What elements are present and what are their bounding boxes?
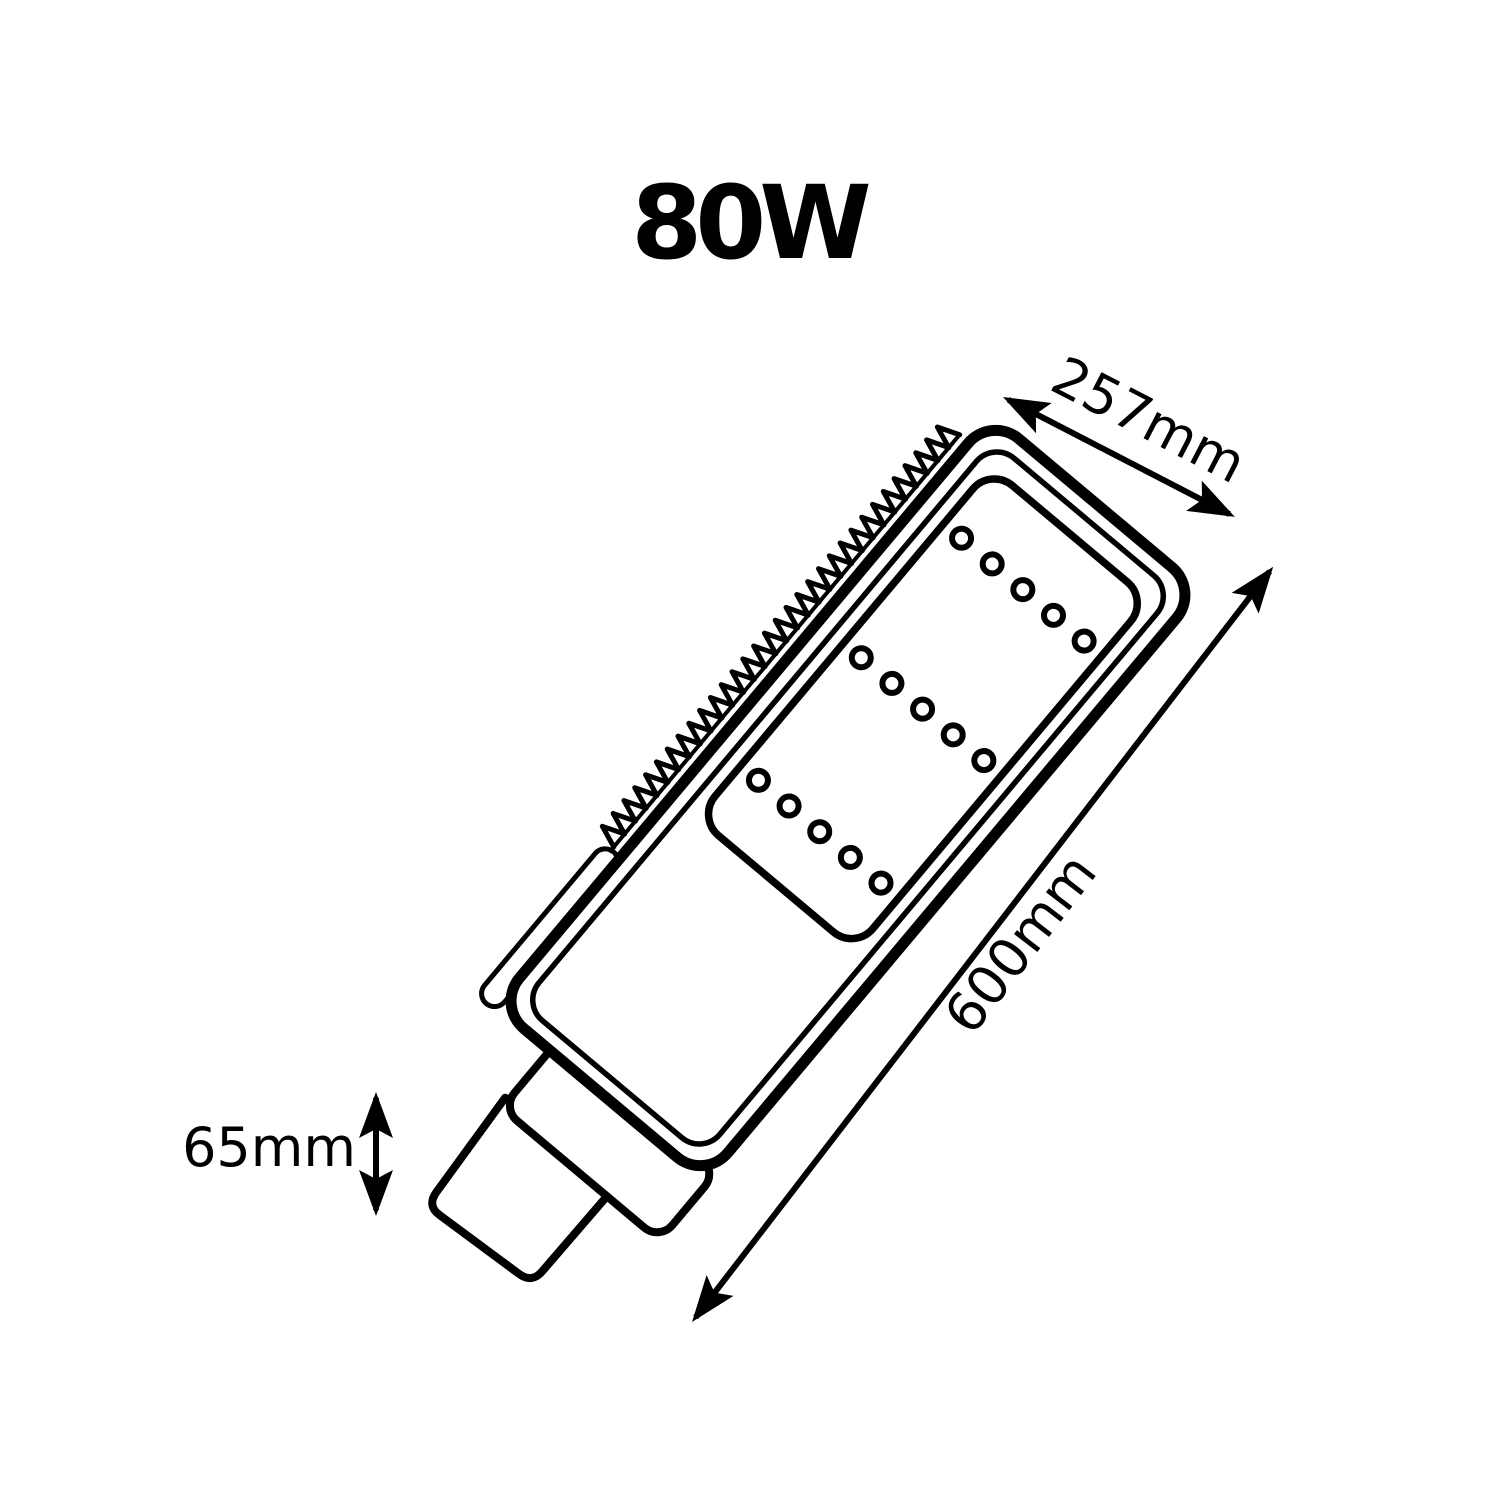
heatsink-fins: [599, 424, 963, 850]
led-dot: [949, 525, 975, 551]
led-dot: [745, 767, 771, 793]
led-dot: [837, 844, 863, 870]
led-dot: [776, 793, 802, 819]
arrow-up-icon: [1231, 556, 1287, 614]
wattage-title: 80W: [631, 164, 869, 283]
led-dot: [1010, 577, 1036, 603]
led-dot: [807, 819, 833, 845]
led-dot: [1071, 628, 1097, 654]
width-dimension-line: [1006, 397, 1231, 517]
led-dot: [1040, 602, 1066, 628]
led-dot: [979, 551, 1005, 577]
body-inner-line: [529, 449, 1167, 1147]
height-dimension-label: 65mm: [182, 1116, 356, 1179]
led-dot: [971, 748, 997, 774]
led-dot: [879, 670, 905, 696]
street-light: [428, 424, 1191, 1283]
led-array: [745, 525, 1097, 896]
arrow-down-icon: [678, 1275, 734, 1333]
led-dot: [848, 645, 874, 671]
length-dimension-line: [693, 569, 1272, 1320]
led-dot: [940, 722, 966, 748]
led-dot: [910, 696, 936, 722]
height-dimension: 65mm: [182, 1092, 393, 1216]
led-dot: [868, 870, 894, 896]
